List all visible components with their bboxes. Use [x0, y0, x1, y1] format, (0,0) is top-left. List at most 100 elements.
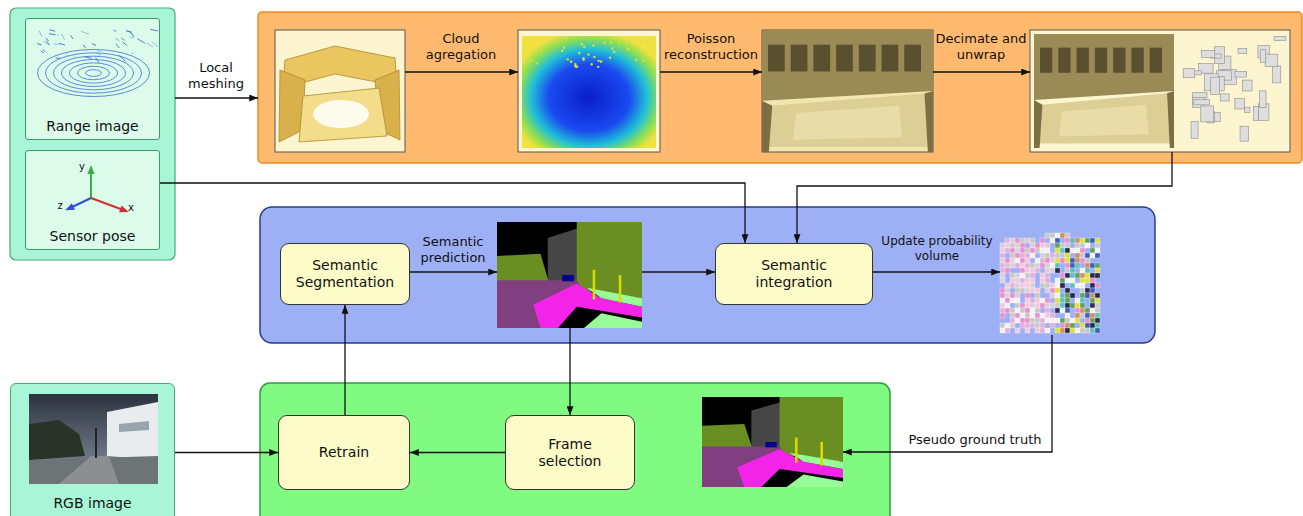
- voxel-picture: [1005, 243, 1010, 248]
- point-cloud-picture: [536, 62, 538, 64]
- unwrapped-mesh-picture: [1030, 30, 1290, 152]
- voxel-picture: [1080, 248, 1085, 253]
- node-picture: [96, 58, 99, 63]
- voxel-picture: [1020, 288, 1025, 293]
- node-picture: [57, 34, 59, 35]
- voxel-picture: [1000, 308, 1005, 313]
- node-picture: [29, 420, 85, 460]
- reconstruction-picture: [762, 101, 772, 152]
- voxel-picture: [1030, 318, 1035, 323]
- voxel-picture: [1030, 268, 1035, 273]
- node-picture: [54, 43, 61, 44]
- point-cloud-picture: [593, 56, 595, 58]
- node-picture: [126, 30, 133, 35]
- voxel-picture: [1070, 303, 1075, 308]
- node-picture: [150, 29, 158, 31]
- unwrapped-mesh-picture: [1202, 50, 1215, 57]
- voxel-picture: [1080, 288, 1085, 293]
- voxel-picture: [1060, 278, 1065, 283]
- voxel-picture: [1025, 328, 1030, 333]
- point-cloud-picture: [540, 49, 542, 51]
- voxel-picture: [1095, 313, 1100, 318]
- voxel-picture: [1015, 313, 1020, 318]
- voxel-picture: [1075, 308, 1080, 313]
- unwrapped-mesh-picture: [1253, 106, 1258, 120]
- segmentation-picture: [820, 442, 823, 465]
- node-picture: [131, 53, 133, 55]
- step-label: Pseudo ground truth: [895, 432, 1055, 448]
- voxel-picture: [1075, 303, 1080, 308]
- voxel-picture: [1095, 253, 1100, 258]
- node-picture: [65, 203, 75, 210]
- voxel-picture: [1090, 313, 1095, 318]
- voxel-picture: [1095, 328, 1100, 333]
- step-label: Poisson reconstruction: [660, 31, 762, 63]
- mesh-picture: [275, 30, 405, 152]
- voxel-picture: [1065, 258, 1070, 263]
- reconstruction-picture: [882, 45, 899, 72]
- flow-arrow: [873, 271, 1000, 272]
- voxel-picture: [1075, 273, 1080, 278]
- voxel-picture: [1090, 323, 1095, 328]
- point-cloud-picture: [610, 41, 612, 43]
- voxel-picture: [1095, 323, 1100, 328]
- point-cloud-picture: [627, 48, 629, 50]
- voxel-picture: [1090, 298, 1095, 303]
- voxel-picture: [1065, 323, 1070, 328]
- unwrapped-mesh-picture: [1150, 48, 1162, 73]
- voxel-picture: [1025, 248, 1030, 253]
- voxel-picture: [1030, 238, 1035, 243]
- segmentation-picture: [737, 449, 843, 487]
- voxel-picture: [1030, 248, 1035, 253]
- voxel-picture: [1030, 313, 1035, 318]
- voxel-picture: [1055, 308, 1060, 313]
- voxel-picture: [1060, 323, 1065, 328]
- segmentation-picture: [780, 397, 843, 462]
- voxel-picture: [1065, 248, 1070, 253]
- voxel-picture: [1065, 253, 1070, 258]
- voxel-picture: [1045, 288, 1050, 293]
- voxel-picture: [1075, 313, 1080, 318]
- voxel-picture: [1090, 303, 1095, 308]
- voxel-picture: [1055, 328, 1060, 333]
- voxel-picture: [1040, 283, 1045, 288]
- reconstruction-picture: [836, 45, 853, 72]
- point-cloud-picture: [567, 58, 569, 60]
- point-cloud-picture: [583, 46, 585, 48]
- voxel-picture: [1030, 278, 1035, 283]
- voxel-picture: [1010, 243, 1015, 248]
- node-picture: [37, 44, 42, 45]
- voxel-picture: [1010, 298, 1015, 303]
- voxel-picture: [1045, 248, 1050, 253]
- voxel-picture: [1040, 243, 1045, 248]
- voxel-picture: [1040, 328, 1045, 333]
- unwrapped-mesh-picture: [1240, 126, 1249, 141]
- point-cloud-picture: [518, 30, 660, 152]
- illustration: [275, 30, 1290, 487]
- unwrapped-mesh-picture: [1167, 91, 1174, 148]
- segmentation-picture: [497, 222, 642, 328]
- voxel-picture: [1065, 313, 1070, 318]
- node-picture: [86, 70, 102, 77]
- segmentation-picture: [702, 397, 843, 487]
- point-cloud-picture: [642, 60, 644, 62]
- voxel-picture: [1065, 268, 1070, 273]
- voxel-picture: [1075, 328, 1080, 333]
- node-picture: [119, 55, 126, 61]
- voxel-picture: [1010, 283, 1015, 288]
- voxel-picture: [1085, 308, 1090, 313]
- voxel-picture: [1045, 243, 1050, 248]
- voxel-picture: [1055, 233, 1060, 238]
- voxel-picture: [1010, 238, 1015, 243]
- reconstruction-picture: [762, 30, 933, 152]
- voxel-picture: [1085, 318, 1090, 323]
- voxel-picture: [1020, 268, 1025, 273]
- point-cloud-picture: [561, 49, 563, 51]
- voxel-picture: [1000, 233, 1100, 333]
- mesh-band: [258, 12, 1302, 163]
- process-box: Frame selection: [505, 415, 635, 490]
- voxel-picture: [1035, 318, 1040, 323]
- point-cloud-picture: [574, 63, 576, 65]
- node-picture: [126, 31, 131, 32]
- voxel-picture: [1095, 318, 1100, 323]
